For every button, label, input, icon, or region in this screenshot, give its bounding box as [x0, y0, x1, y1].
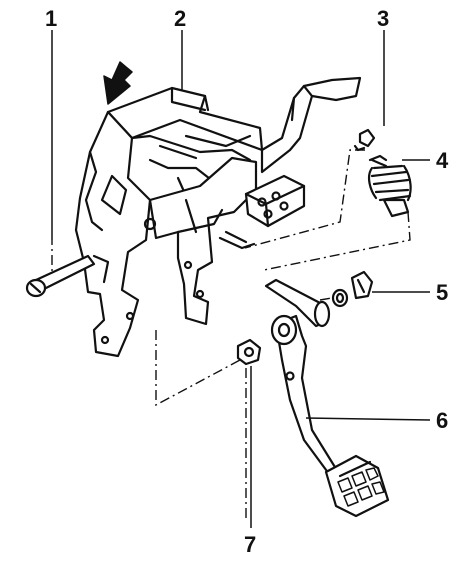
- leader-line-6: [305, 417, 431, 421]
- pedal-nut: [236, 338, 262, 366]
- callout-4: 4: [436, 148, 449, 173]
- callout-labels: 1 2 3 4 5 6 7: [45, 6, 449, 557]
- location-arrow-icon: [103, 61, 133, 105]
- pivot-bolt: [25, 254, 96, 298]
- pedal-bush: [331, 270, 374, 308]
- callout-2: 2: [174, 6, 186, 31]
- callout-1: 1: [45, 6, 57, 31]
- leader-lines: [51, 30, 431, 528]
- pedal-bracket: [74, 76, 362, 358]
- spring-clip: [353, 128, 376, 152]
- clutch-pedal: [264, 278, 390, 518]
- callout-5: 5: [436, 280, 448, 305]
- callout-3: 3: [377, 6, 389, 31]
- callout-7: 7: [244, 532, 256, 557]
- callout-6: 6: [436, 408, 448, 433]
- coil-spring: [367, 154, 412, 218]
